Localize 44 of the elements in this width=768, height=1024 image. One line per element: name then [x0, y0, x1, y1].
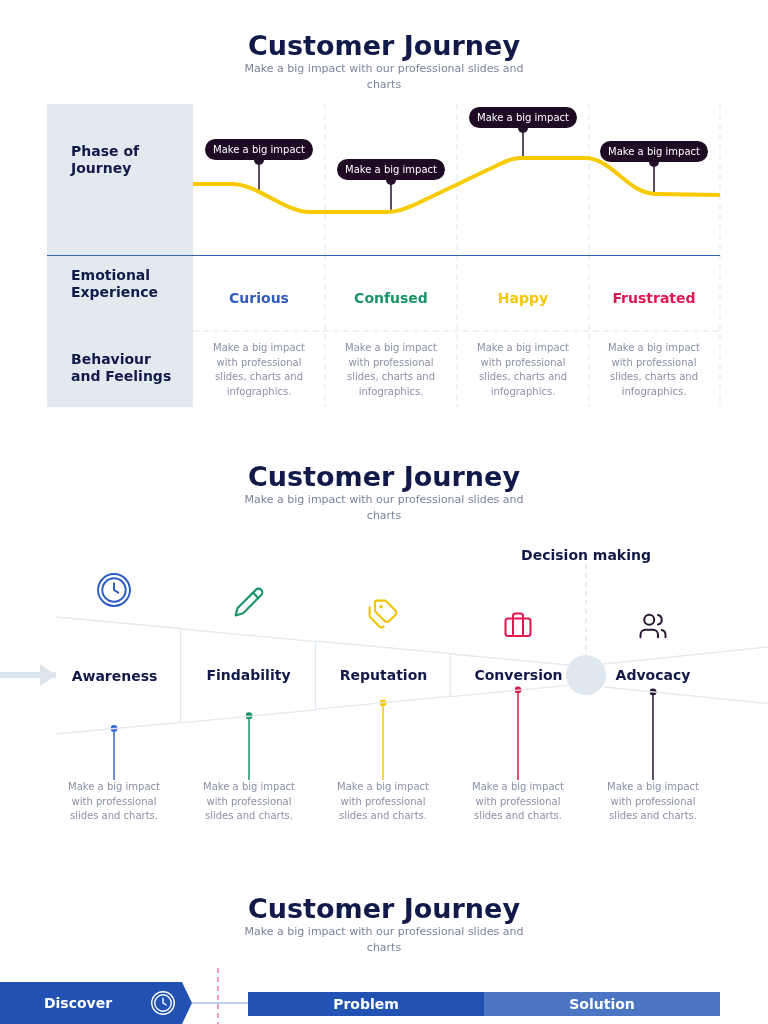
stage-description: Make a big impact with professional slides and charts. [331, 780, 435, 824]
row-header: Behaviour and Feelings [71, 351, 173, 385]
subtitle: Make a big impact with our professional slides and charts [243, 924, 525, 955]
pin-line [110, 725, 118, 781]
stage-name: Advocacy [615, 666, 691, 685]
emotion-label: Frustrated [612, 289, 696, 307]
subtitle: Make a big impact with our professional slides and charts [243, 492, 525, 523]
journey-curve [193, 156, 721, 214]
row-header-band [47, 104, 193, 407]
description-text: Make a big impact with professional slides, charts and infographics. [476, 341, 570, 399]
callout-pill: Make a big impact [469, 107, 577, 128]
pin-line [514, 686, 522, 781]
row-header: Emotional Experience [71, 267, 160, 301]
stage-description: Make a big impact with professional slides and charts. [197, 780, 301, 824]
callout-pill: Make a big impact [600, 141, 708, 162]
phase-name: Discover [43, 994, 113, 1013]
title: Customer Journey [248, 30, 520, 61]
title: Customer Journey [248, 461, 520, 492]
stage-description: Make a big impact with professional slides and charts. [466, 780, 570, 824]
stage-description: Make a big impact with professional slides and charts. [62, 780, 166, 824]
emotion-label: Happy [497, 289, 549, 307]
pin-line [245, 712, 253, 781]
pin-line [649, 688, 657, 781]
connector-line [191, 1002, 249, 1004]
decision-label: Decision making [521, 546, 651, 564]
stage-name: Findability [206, 666, 291, 685]
decision-circle [566, 655, 606, 695]
description-text: Make a big impact with professional slides, charts and infographics. [212, 341, 306, 399]
arrow [0, 667, 56, 683]
stage-description: Make a big impact with professional slides and charts. [601, 780, 705, 824]
stage-name: Conversion [474, 666, 563, 685]
emotion-label: Curious [229, 289, 289, 307]
callout-pill: Make a big impact [205, 139, 313, 160]
pin-line [379, 699, 387, 781]
description-text: Make a big impact with professional slides, charts and infographics. [607, 341, 701, 399]
subtitle: Make a big impact with our professional slides and charts [243, 61, 525, 92]
emotion-label: Confused [354, 289, 428, 307]
phase-bar: Problem [248, 992, 484, 1016]
phase-bar: Solution [484, 992, 720, 1016]
description-text: Make a big impact with professional slides, charts and infographics. [344, 341, 438, 399]
stage-name: Awareness [71, 666, 158, 685]
row-header: Phase of Journey [71, 143, 141, 177]
title: Customer Journey [248, 893, 520, 924]
stage-name: Reputation [339, 666, 428, 685]
